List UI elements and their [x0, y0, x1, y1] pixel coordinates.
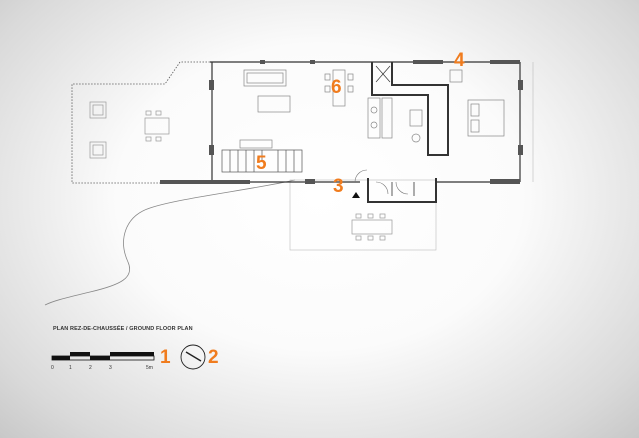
stair [221, 149, 303, 173]
terrace-furniture [89, 101, 170, 159]
lower-terrace [289, 179, 437, 251]
plan-title: PLAN REZ-DE-CHAUSSÉE / GROUND FLOOR PLAN [53, 326, 193, 332]
interior-furniture [239, 69, 505, 149]
exterior-walls [160, 61, 534, 183]
scale-tick-0: 0 [51, 365, 54, 371]
callout-number-5: 5 [256, 153, 267, 174]
callout-number-2: 2 [208, 347, 219, 368]
scale-tick-5m: 5m [146, 365, 153, 371]
closet-block [371, 62, 449, 156]
north-arrow [180, 344, 206, 370]
entrance-arrow [352, 192, 360, 198]
terrace-dotted [71, 61, 210, 184]
callout-number-3: 3 [333, 176, 344, 197]
entrance-vestibule [367, 178, 437, 203]
callout-number-1: 1 [160, 347, 171, 368]
plan-title-english: / GROUND FLOOR PLAN [126, 326, 193, 332]
callout-number-4: 4 [454, 50, 465, 71]
scale-bar [51, 352, 155, 361]
scale-tick-2: 2 [89, 365, 92, 371]
scale-tick-3: 3 [109, 365, 112, 371]
lower-terrace-furniture [351, 213, 393, 241]
terrain-contour [44, 179, 296, 306]
door-swings [354, 169, 409, 195]
scale-tick-1: 1 [69, 365, 72, 371]
wall-thick-segments [160, 60, 523, 184]
callout-number-6: 6 [331, 77, 342, 98]
plan-title-french: PLAN REZ-DE-CHAUSSÉE [53, 326, 125, 332]
